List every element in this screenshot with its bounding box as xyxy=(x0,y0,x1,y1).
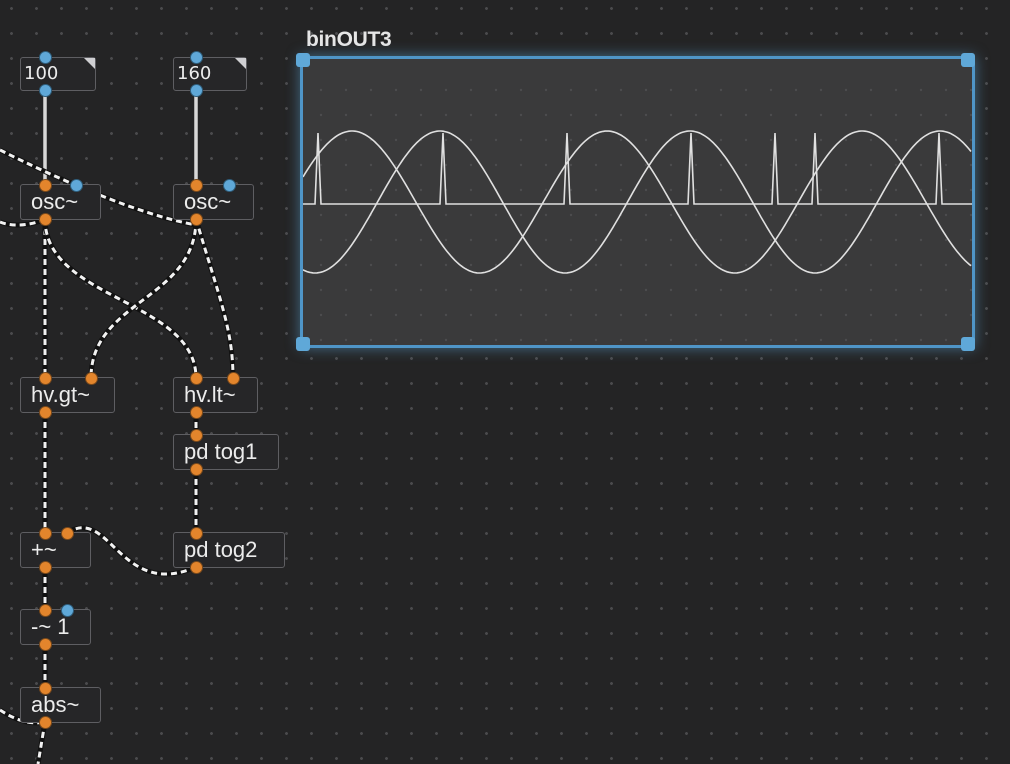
signal-port[interactable] xyxy=(39,213,51,225)
signal-port[interactable] xyxy=(190,527,202,539)
signal-port[interactable] xyxy=(190,179,202,191)
pd-tog1-subpatch[interactable]: pd tog1 xyxy=(173,434,279,470)
signal-port[interactable] xyxy=(39,638,51,650)
signal-port[interactable] xyxy=(39,527,51,539)
number-value: 160 xyxy=(177,63,212,84)
signal-port[interactable] xyxy=(39,604,51,616)
control-port[interactable] xyxy=(39,84,51,96)
signal-port[interactable] xyxy=(39,716,51,728)
number-value: 100 xyxy=(24,63,59,84)
signal-port[interactable] xyxy=(39,372,51,384)
number-box-100[interactable]: 100 xyxy=(20,57,96,91)
signal-port[interactable] xyxy=(190,561,202,573)
signal-port[interactable] xyxy=(227,372,239,384)
scope-trace-sine-a xyxy=(303,130,972,274)
pd-tog2-subpatch[interactable]: pd tog2 xyxy=(173,532,285,568)
signal-port[interactable] xyxy=(39,179,51,191)
resize-handle-top-right[interactable] xyxy=(961,53,975,67)
signal-port[interactable] xyxy=(190,429,202,441)
abs-signal-object[interactable]: abs~ xyxy=(20,687,101,723)
signal-port[interactable] xyxy=(190,463,202,475)
signal-port[interactable] xyxy=(39,561,51,573)
cord-abs-out[interactable] xyxy=(35,721,48,764)
scope-traces xyxy=(303,88,972,342)
number-box-160[interactable]: 160 xyxy=(173,57,247,91)
hv-gt-object[interactable]: hv.gt~ xyxy=(20,377,115,413)
signal-port[interactable] xyxy=(61,527,73,539)
hv-lt-object[interactable]: hv.lt~ xyxy=(173,377,258,413)
signal-port[interactable] xyxy=(39,682,51,694)
signal-port[interactable] xyxy=(190,406,202,418)
control-port[interactable] xyxy=(70,179,82,191)
osc-object-1[interactable]: osc~ xyxy=(20,184,101,220)
control-port[interactable] xyxy=(61,604,73,616)
scope-title: binOUT3 xyxy=(306,28,392,51)
cord-osc2-lt[interactable] xyxy=(193,218,236,379)
number-box-corner xyxy=(235,58,246,69)
scope-trace-sine-b xyxy=(303,130,972,274)
resize-handle-top-left[interactable] xyxy=(296,53,310,67)
minus-signal-object[interactable]: -~ 1 xyxy=(20,609,91,645)
plus-signal-object[interactable]: +~ xyxy=(20,532,91,568)
scope-trace-pulses xyxy=(303,132,972,205)
signal-port[interactable] xyxy=(85,372,97,384)
signal-port[interactable] xyxy=(190,213,202,225)
control-port[interactable] xyxy=(190,84,202,96)
control-port[interactable] xyxy=(39,51,51,63)
oscilloscope-display[interactable] xyxy=(300,56,975,348)
control-port[interactable] xyxy=(190,51,202,63)
signal-port[interactable] xyxy=(39,406,51,418)
cord-osc1-lt[interactable] xyxy=(42,218,199,379)
signal-port[interactable] xyxy=(190,372,202,384)
resize-handle-bottom-right[interactable] xyxy=(961,337,975,351)
number-box-corner xyxy=(84,58,95,69)
osc-object-2[interactable]: osc~ xyxy=(173,184,254,220)
resize-handle-bottom-left[interactable] xyxy=(296,337,310,351)
cord-osc2-gt[interactable] xyxy=(88,218,199,379)
control-port[interactable] xyxy=(223,179,235,191)
